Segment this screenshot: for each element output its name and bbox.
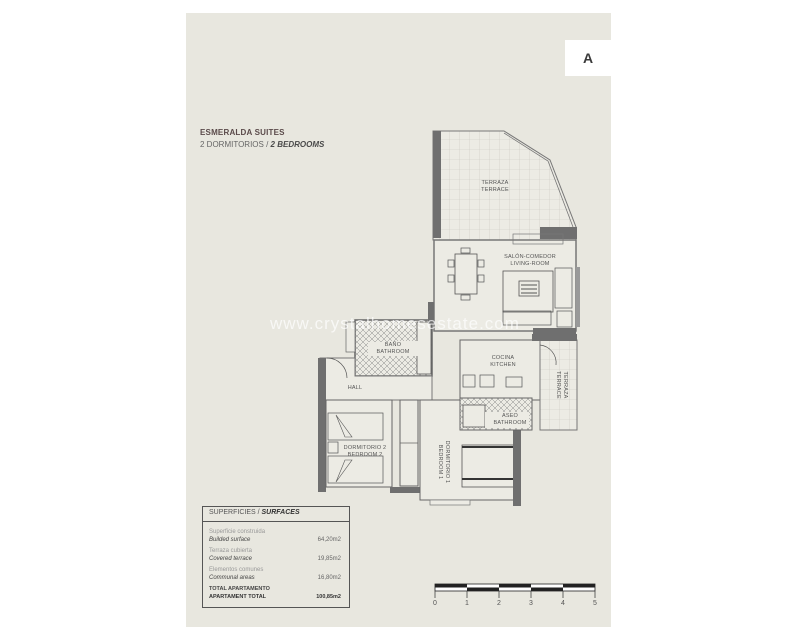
scale-tick-5: 5 bbox=[593, 600, 597, 607]
bedroom-2 bbox=[325, 399, 393, 488]
subtitle-en: 2 BEDROOMS bbox=[270, 140, 325, 149]
scale-tick-4: 4 bbox=[561, 600, 565, 607]
rug bbox=[502, 270, 554, 313]
scale-tick-0: 0 bbox=[433, 600, 437, 607]
surfaces-header: SUPERFICIES / SURFACES bbox=[203, 507, 349, 522]
surfaces-table: SUPERFICIES / SURFACES Superficie constr… bbox=[202, 506, 350, 608]
dining-table bbox=[454, 253, 478, 295]
project-subtitle: 2 DORMITORIOS / 2 BEDROOMS bbox=[200, 140, 324, 149]
scale-tick-2: 2 bbox=[497, 600, 501, 607]
scale-tick-1: 1 bbox=[465, 600, 469, 607]
scale-tick-3: 3 bbox=[529, 600, 533, 607]
kitchen bbox=[459, 339, 541, 401]
project-title: ESMERALDA SUITES bbox=[200, 128, 285, 137]
side-terrace bbox=[539, 339, 578, 431]
subtitle-es: 2 DORMITORIOS / bbox=[200, 140, 271, 149]
label-hall: HALL bbox=[347, 385, 363, 391]
scale-bar bbox=[434, 583, 596, 598]
unit-badge: A bbox=[565, 40, 611, 76]
west-wall bbox=[318, 358, 326, 492]
watermark: www.crystalhomesestate.com bbox=[270, 314, 520, 333]
terrace-wall bbox=[433, 131, 441, 238]
sofa bbox=[554, 267, 573, 309]
living-room bbox=[433, 239, 577, 332]
